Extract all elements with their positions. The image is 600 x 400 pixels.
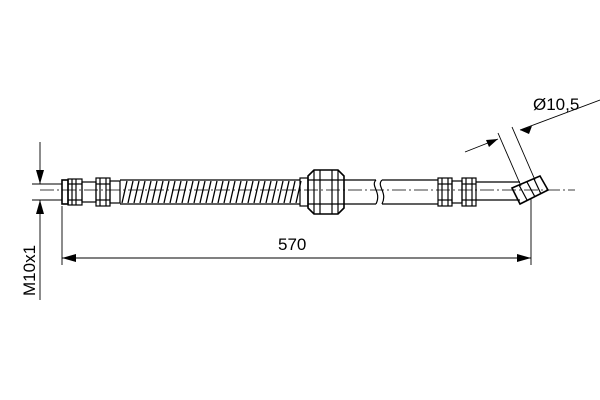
plain-hose-section bbox=[344, 179, 438, 205]
spiral-coil bbox=[121, 180, 128, 204]
spiral-coil bbox=[241, 180, 248, 204]
banjo-end-fitting bbox=[510, 174, 550, 206]
spiral-coil bbox=[271, 180, 278, 204]
spiral-coil bbox=[145, 180, 152, 204]
spiral-coil bbox=[199, 180, 206, 204]
spiral-coil bbox=[259, 180, 266, 204]
spiral-coil bbox=[133, 180, 140, 204]
spiral-coil bbox=[211, 180, 218, 204]
spiral-coil bbox=[229, 180, 236, 204]
spiral-coil bbox=[253, 180, 260, 204]
spiral-coil bbox=[247, 180, 254, 204]
spiral-coil bbox=[193, 180, 200, 204]
center-bracket bbox=[299, 169, 345, 215]
spiral-coil bbox=[175, 180, 182, 204]
spiral-coil bbox=[139, 180, 146, 204]
spiral-hose-section bbox=[120, 179, 302, 205]
spiral-coil bbox=[217, 180, 224, 204]
spiral-coil bbox=[181, 180, 188, 204]
spiral-coil bbox=[163, 180, 170, 204]
spiral-coil bbox=[205, 180, 212, 204]
length-label: 570 bbox=[278, 235, 306, 254]
spiral-coil bbox=[235, 180, 242, 204]
spiral-coil bbox=[127, 180, 134, 204]
spiral-coil bbox=[151, 180, 158, 204]
spiral-coil bbox=[223, 180, 230, 204]
length-dimension: 570 bbox=[61, 198, 532, 265]
diameter-label: Ø10,5 bbox=[533, 95, 579, 114]
spiral-coil bbox=[169, 180, 176, 204]
spiral-coil bbox=[187, 180, 194, 204]
spiral-coil bbox=[265, 180, 272, 204]
spiral-coil bbox=[283, 180, 290, 204]
right-crimp-fitting bbox=[437, 177, 520, 207]
left-thread-fitting bbox=[61, 177, 121, 207]
spiral-coil bbox=[157, 180, 164, 204]
diameter-dimension: Ø10,5 bbox=[464, 95, 600, 187]
thread-dimension: M10x1 bbox=[20, 142, 62, 300]
spiral-coil bbox=[277, 180, 284, 204]
spiral-coil bbox=[289, 180, 296, 204]
thread-label: M10x1 bbox=[20, 245, 39, 296]
